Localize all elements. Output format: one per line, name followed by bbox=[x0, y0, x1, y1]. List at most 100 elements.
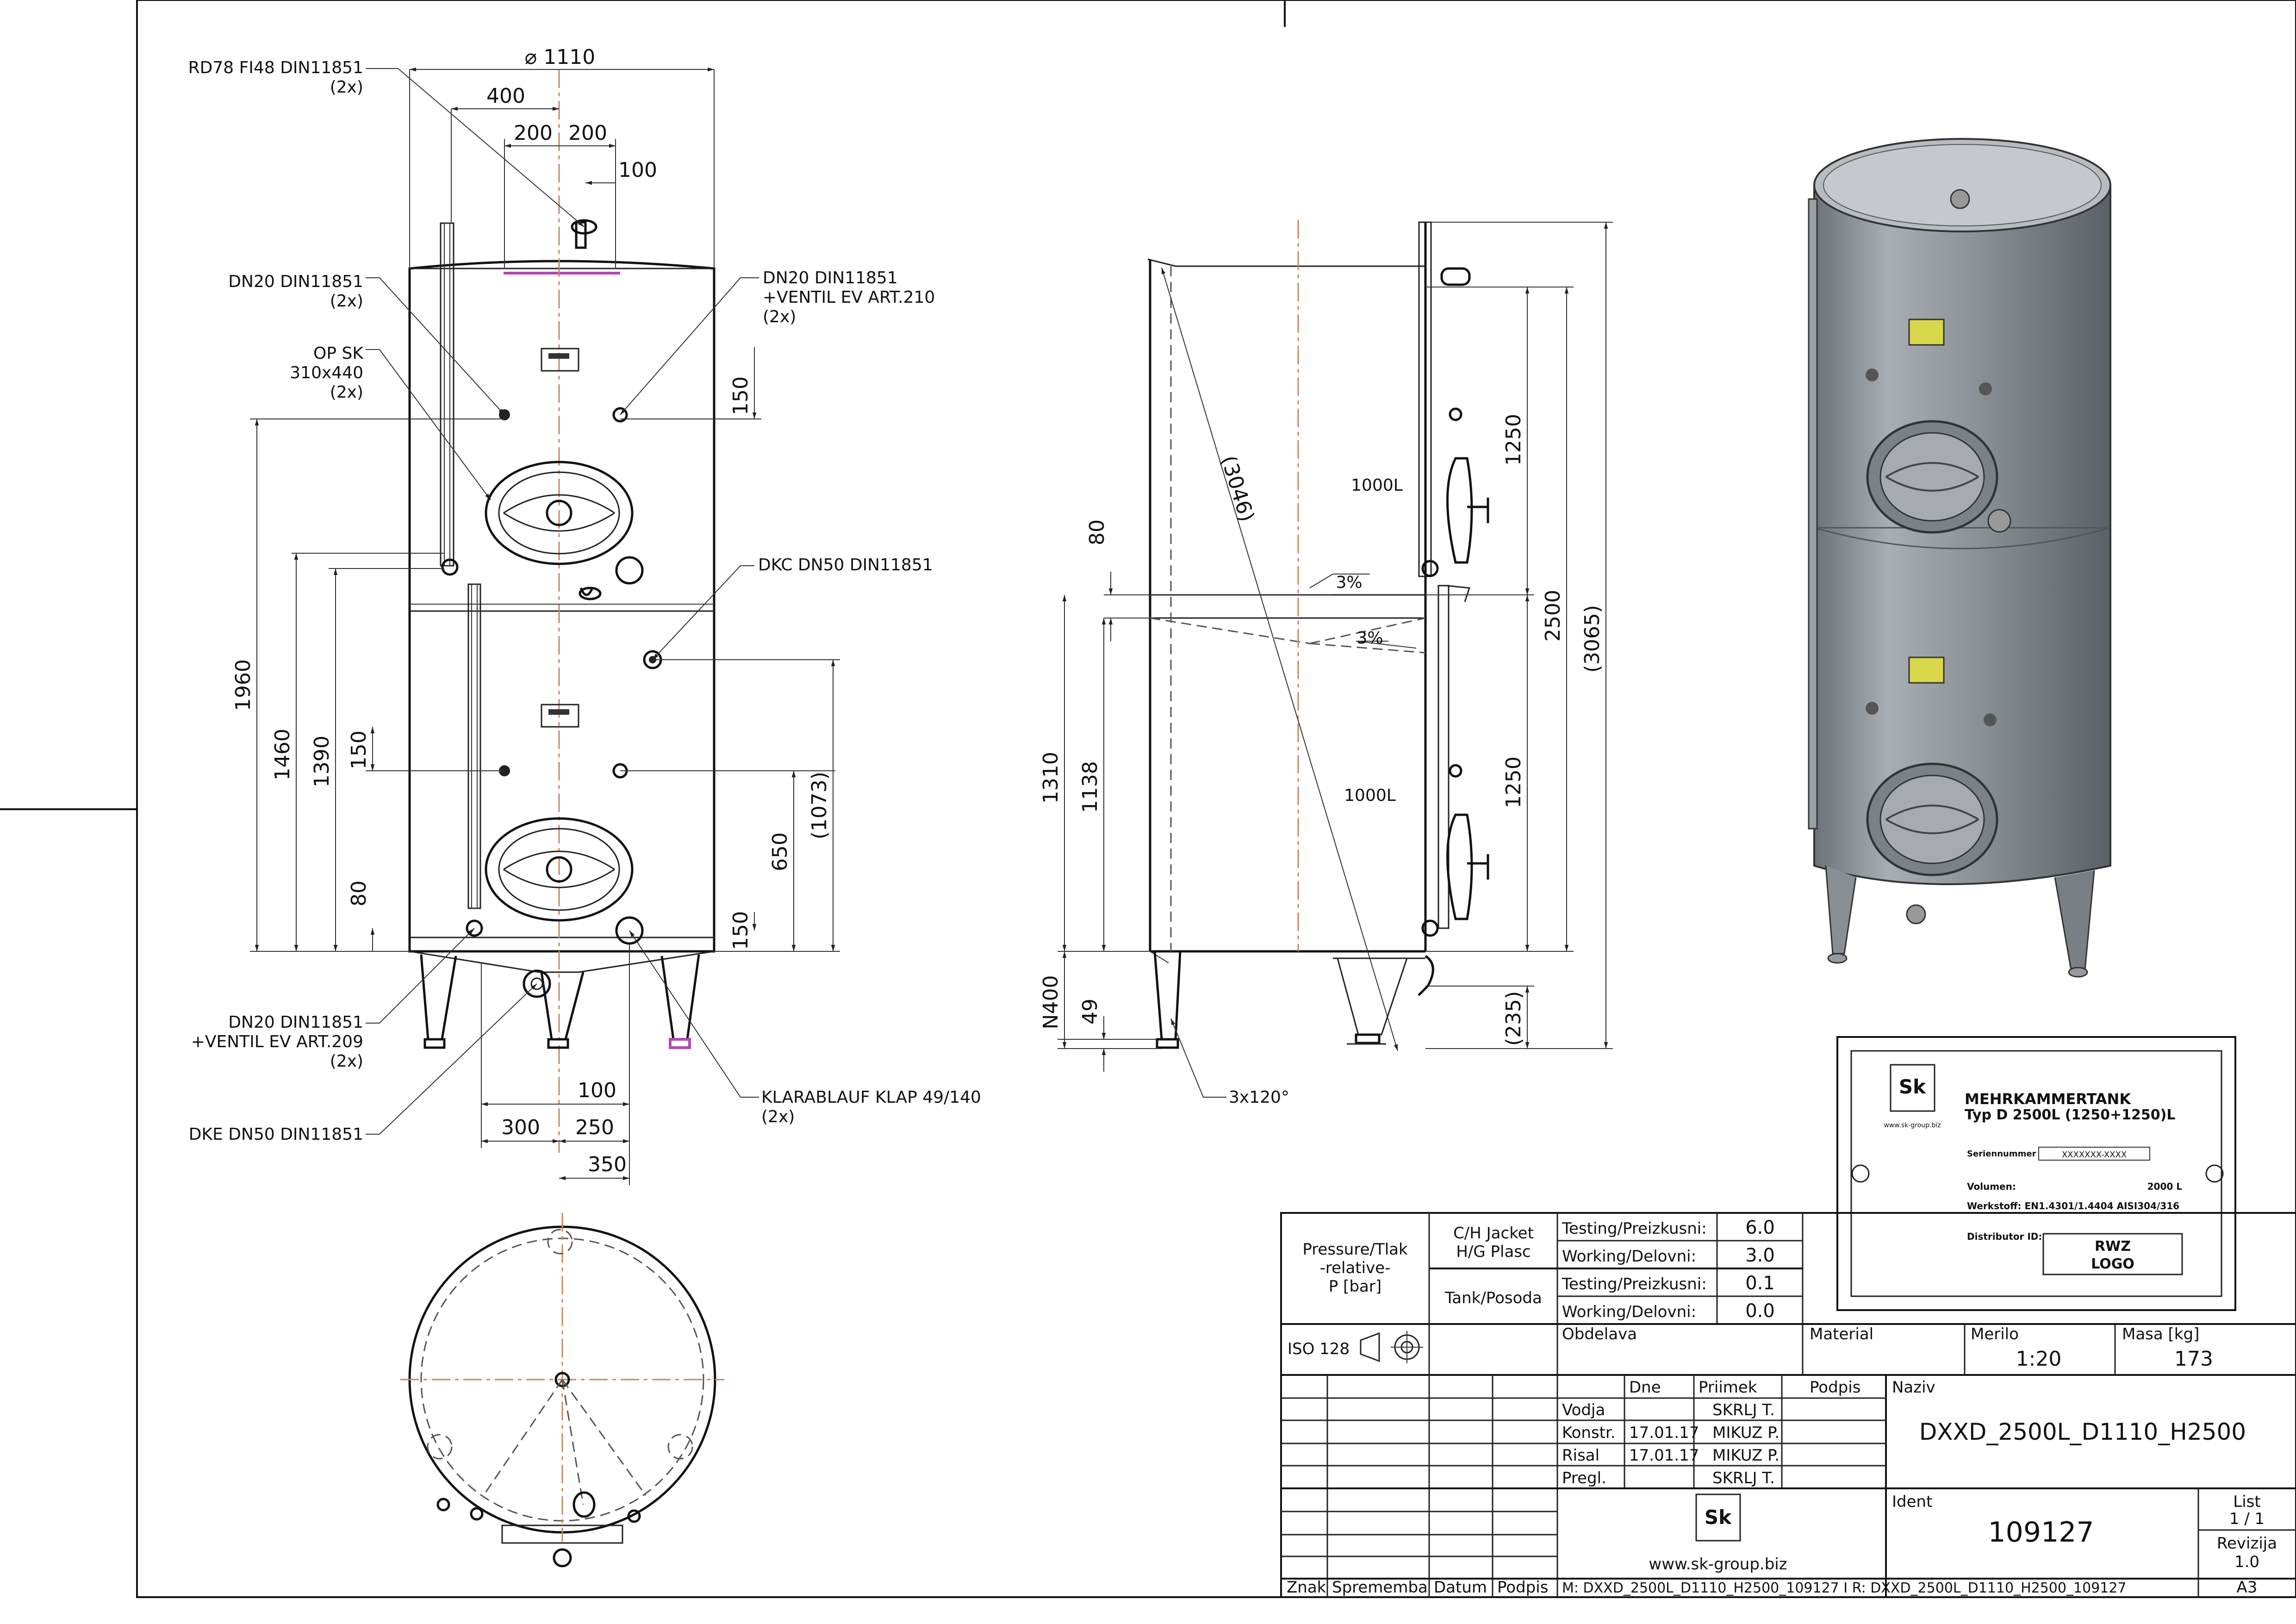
svg-text:Sk: Sk bbox=[1705, 1506, 1732, 1529]
tb-tank-testing-value: 0.1 bbox=[1745, 1273, 1775, 1294]
tb-file-path: M: DXXD_2500L_D1110_H2500_109127 I R: DX… bbox=[1562, 1580, 2127, 1596]
tb-row3-role: Pregl. bbox=[1562, 1469, 1606, 1487]
dim-200a: 200 bbox=[514, 121, 553, 145]
callout-klar-l1: KLARABLAUF KLAP 49/140 bbox=[761, 1088, 981, 1107]
dim-250: 250 bbox=[575, 1116, 614, 1139]
projection-symbol-icon bbox=[1360, 1331, 1423, 1363]
nameplate-logo-l1: RWZ bbox=[2095, 1238, 2131, 1255]
tb-row1-name: MIKUZ P. bbox=[1712, 1424, 1780, 1442]
side-legs-label: 3x120° bbox=[1229, 1088, 1289, 1107]
side-dim-49: 49 bbox=[1078, 999, 1102, 1024]
sk-logo-icon bbox=[1890, 1064, 1935, 1112]
tb-row0-name: SKRLJ T. bbox=[1712, 1401, 1775, 1419]
callout-opsk-l1: OP SK bbox=[313, 344, 364, 363]
tb-footer-podpis: Podpis bbox=[1497, 1578, 1548, 1597]
dim-1960: 1960 bbox=[231, 659, 255, 711]
callout-dn20-left-l1: DN20 DIN11851 bbox=[228, 272, 363, 291]
tb-revizija-label: Revizija bbox=[2217, 1534, 2277, 1553]
title-block: Pressure/Tlak -relative- P [bar] C/H Jac… bbox=[1280, 1212, 2296, 1598]
tb-masa-value: 173 bbox=[2174, 1347, 2213, 1371]
side-slope-bottom: 3% bbox=[1356, 629, 1383, 648]
side-dim-1310: 1310 bbox=[1039, 752, 1063, 804]
tb-jacket-testing-label: Testing/Preizkusni: bbox=[1562, 1219, 1707, 1238]
side-dim-235: (235) bbox=[1502, 991, 1525, 1046]
tb-tank-working-value: 0.0 bbox=[1745, 1300, 1775, 1322]
callout-dn20-bot-l2: +VENTIL EV ART.209 bbox=[191, 1032, 363, 1051]
side-dim-1250a: 1250 bbox=[1502, 414, 1525, 466]
side-dim-n400: N400 bbox=[1039, 975, 1063, 1030]
callout-opsk-l3: (2x) bbox=[330, 383, 363, 402]
callout-dn20-right-l1: DN20 DIN11851 bbox=[763, 269, 898, 287]
tb-row0-role: Vodja bbox=[1562, 1401, 1605, 1419]
side-volume-bottom: 1000L bbox=[1344, 786, 1396, 805]
dim-diameter: ⌀ 1110 bbox=[525, 45, 595, 69]
callout-dn20-right-l3: (2x) bbox=[763, 307, 796, 326]
tb-row1-role: Konstr. bbox=[1562, 1424, 1616, 1442]
tb-revizija-value: 1.0 bbox=[2234, 1553, 2259, 1571]
tb-web: www.sk-group.biz bbox=[1649, 1555, 1787, 1574]
top-view bbox=[400, 1213, 724, 1568]
tb-footer-znak: Znak bbox=[1287, 1578, 1326, 1597]
dim-150-bot: 150 bbox=[729, 911, 753, 950]
nameplate-volume-label: Volumen: bbox=[1967, 1181, 2016, 1192]
tb-jacket-l2: H/G Plasc bbox=[1456, 1243, 1531, 1261]
front-leaders bbox=[366, 68, 759, 1135]
nameplate-title-l2: Typ D 2500L (1250+1250)L bbox=[1965, 1107, 2175, 1123]
callout-rd78-l1: RD78 FI48 DIN11851 bbox=[188, 58, 363, 77]
dim-1073: (1073) bbox=[808, 772, 831, 839]
tb-iso: ISO 128 bbox=[1288, 1340, 1350, 1358]
side-slope-top: 3% bbox=[1336, 573, 1362, 592]
tb-footer-datum: Datum bbox=[1434, 1578, 1487, 1597]
tb-ident-value: 109127 bbox=[1988, 1516, 2094, 1549]
side-view: 80 1310 1138 N400 49 1250 2500 (3065) 12… bbox=[1039, 220, 1613, 1107]
tb-pressure-l3: P [bar] bbox=[1329, 1277, 1381, 1296]
tb-row2-date: 17.01.17 bbox=[1629, 1446, 1699, 1465]
tb-material: Material bbox=[1810, 1325, 1873, 1343]
tb-ident-label: Ident bbox=[1892, 1493, 1932, 1511]
tb-jacket-working-value: 3.0 bbox=[1745, 1245, 1775, 1266]
dim-350: 350 bbox=[588, 1153, 627, 1176]
callout-rd78-l2: (2x) bbox=[330, 78, 363, 97]
tb-format: A3 bbox=[2237, 1578, 2258, 1597]
nameplate-material: Werkstoff: EN1.4301/1.4404 AISI304/316 bbox=[1967, 1200, 2179, 1212]
side-dimensions bbox=[1058, 222, 1613, 1098]
side-dim-1138: 1138 bbox=[1078, 761, 1102, 813]
tb-tank-testing-label: Testing/Preizkusni: bbox=[1562, 1275, 1707, 1293]
tb-col-priimek: Priimek bbox=[1699, 1378, 1757, 1397]
tb-pressure-l2: -relative- bbox=[1320, 1259, 1391, 1277]
tb-merilo-label: Merilo bbox=[1971, 1325, 2019, 1343]
tb-row2-name: MIKUZ P. bbox=[1712, 1446, 1780, 1465]
tb-col-podpis: Podpis bbox=[1810, 1378, 1860, 1397]
side-volume-top: 1000L bbox=[1351, 476, 1403, 495]
sk-logo-mark: Sk bbox=[1899, 1075, 1926, 1098]
dim-300: 300 bbox=[501, 1116, 540, 1139]
tb-tank: Tank/Posoda bbox=[1444, 1289, 1542, 1307]
manway-upper bbox=[485, 461, 634, 565]
tb-naziv-label: Naziv bbox=[1892, 1378, 1935, 1397]
dim-100-top: 100 bbox=[618, 158, 657, 182]
tb-row1-date: 17.01.17 bbox=[1629, 1424, 1699, 1442]
callout-opsk-l2: 310x440 bbox=[290, 363, 363, 382]
dim-150-mid: 150 bbox=[347, 731, 371, 769]
tb-masa-label: Masa [kg] bbox=[2122, 1325, 2199, 1343]
nameplate-distributor-label: Distributor ID: bbox=[1967, 1231, 2042, 1242]
tb-col-dne: Dne bbox=[1629, 1378, 1661, 1397]
callout-dn20-right-l2: +VENTIL EV ART.210 bbox=[763, 288, 935, 307]
side-dim-3065: (3065) bbox=[1580, 605, 1604, 673]
manway-lower bbox=[485, 817, 634, 922]
dim-1390: 1390 bbox=[310, 736, 334, 787]
front-view: ⌀ 1110 400 200 200 100 150 1960 1460 139… bbox=[188, 45, 981, 1185]
tb-footer-sprememba: Sprememba bbox=[1332, 1578, 1428, 1597]
tb-naziv-value: DXXD_2500L_D1110_H2500 bbox=[1919, 1418, 2246, 1445]
tb-row3-name: SKRLJ T. bbox=[1712, 1469, 1775, 1487]
dim-150-top: 150 bbox=[729, 376, 753, 415]
dim-1460: 1460 bbox=[271, 729, 294, 781]
nameplate-logo-l2: LOGO bbox=[2091, 1256, 2134, 1272]
side-dim-1250b: 1250 bbox=[1502, 756, 1525, 808]
tb-jacket-testing-value: 6.0 bbox=[1745, 1217, 1775, 1238]
sk-group-logo-icon: Sk bbox=[1695, 1493, 1741, 1542]
nameplate-title-l1: MEHRKAMMERTANK bbox=[1965, 1090, 2131, 1108]
front-dimensions bbox=[250, 67, 840, 1185]
